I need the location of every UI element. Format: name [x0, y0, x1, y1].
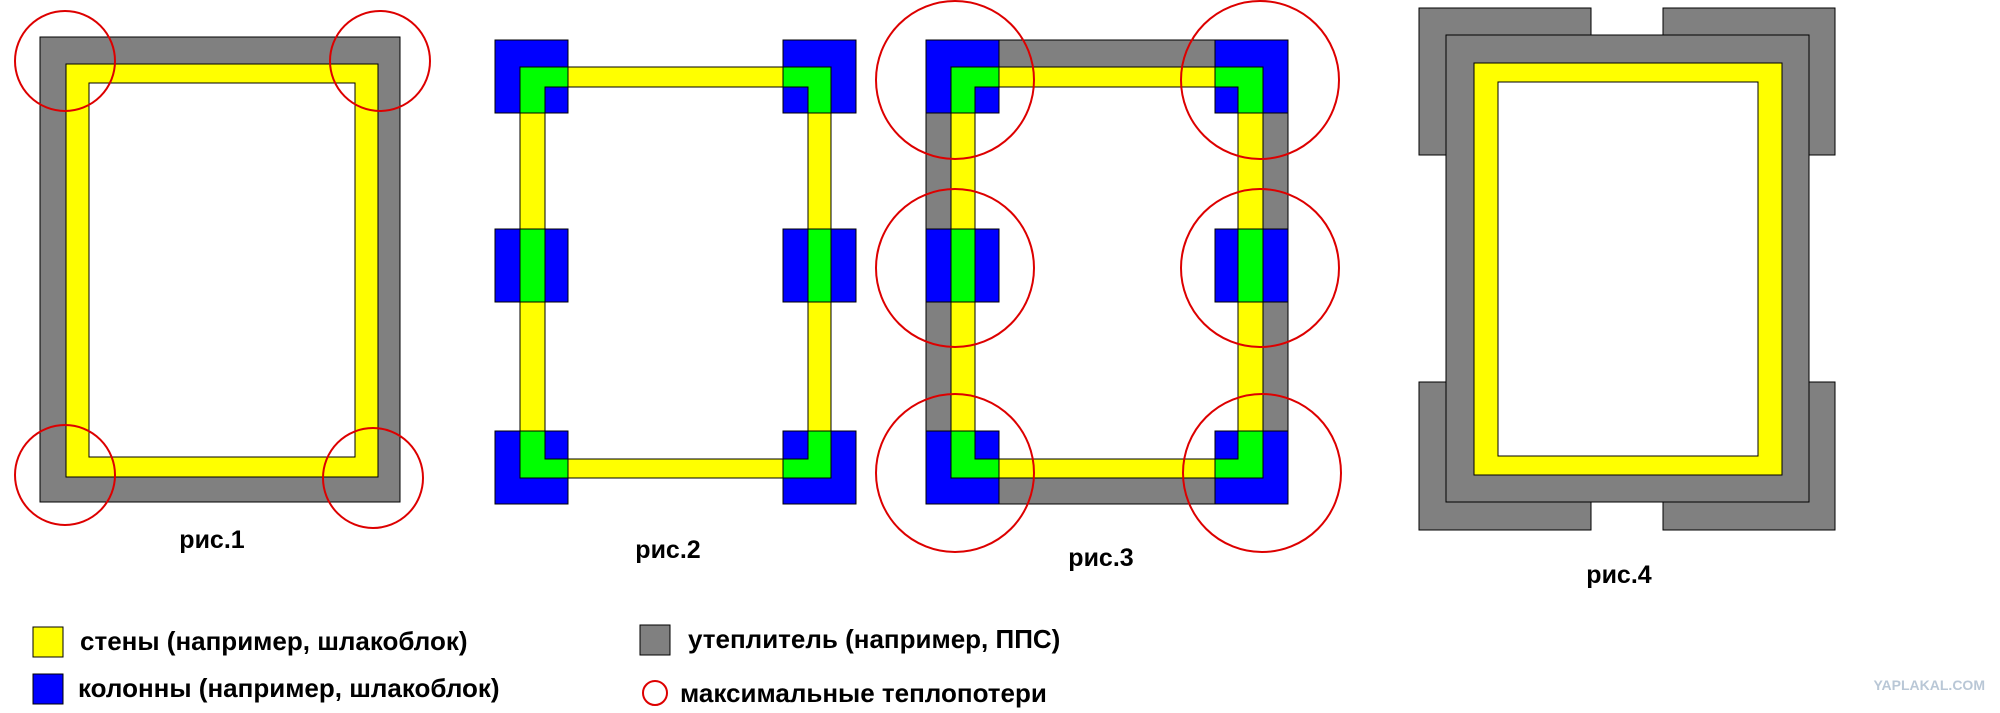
heat-loss-circle: [322, 427, 424, 529]
fig3-overlap: [950, 66, 1000, 114]
legend-insulation-label: утеплитель (например, ППС): [688, 624, 1060, 654]
fig2-interior: [544, 86, 809, 460]
heat-loss-circle: [329, 10, 431, 112]
legend-walls-swatch: [32, 626, 64, 658]
fig2-overlap: [782, 66, 832, 114]
heat-loss-circle: [875, 188, 1035, 348]
legend-heat-loss-label: максимальные теплопотери: [680, 678, 1047, 708]
fig2-caption: рис.2: [635, 536, 700, 564]
heat-loss-circle: [875, 0, 1035, 160]
legend-columns-swatch: [32, 673, 64, 705]
fig1-caption: рис.1: [179, 526, 244, 554]
fig2-overlap: [519, 66, 569, 114]
legend-walls-label: стены (например, шлакоблок): [80, 626, 468, 656]
fig3-caption: рис.3: [1068, 544, 1133, 572]
fig3-overlap: [950, 228, 976, 303]
fig1-interior: [88, 82, 356, 458]
fig4-interior: [1497, 81, 1759, 457]
fig3-overlap: [1237, 228, 1264, 303]
heat-loss-circle: [1180, 188, 1340, 348]
heat-loss-circle: [14, 10, 116, 112]
figure-1: рис.1: [14, 10, 431, 554]
fig3-overlap: [950, 430, 1000, 479]
fig2-overlap: [519, 430, 569, 479]
legend-heat-loss-icon: [642, 680, 668, 706]
fig2-overlap: [807, 228, 832, 303]
fig2-overlap: [519, 228, 546, 303]
fig4-caption: рис.4: [1586, 561, 1651, 589]
heat-loss-circle: [1182, 393, 1342, 553]
watermark: YAPLAKAL.COM: [1874, 677, 1986, 693]
legend: стены (например, шлакоблок) колонны (нап…: [32, 624, 1060, 708]
heat-loss-circle: [875, 393, 1035, 553]
legend-columns-label: колонны (например, шлакоблок): [78, 673, 500, 703]
figure-4: рис.4: [1418, 7, 1836, 589]
fig3-overlap: [1214, 66, 1264, 114]
legend-insulation-swatch: [639, 624, 671, 656]
figure-2: рис.2: [494, 39, 857, 564]
fig3-interior: [974, 86, 1239, 460]
figure-3: рис.3: [875, 0, 1342, 572]
heat-loss-circle: [1180, 0, 1340, 160]
fig3-overlap: [1214, 430, 1264, 479]
fig4-inner-outline: [1445, 34, 1810, 503]
fig2-overlap: [782, 430, 832, 479]
heat-loss-circle: [14, 424, 116, 526]
